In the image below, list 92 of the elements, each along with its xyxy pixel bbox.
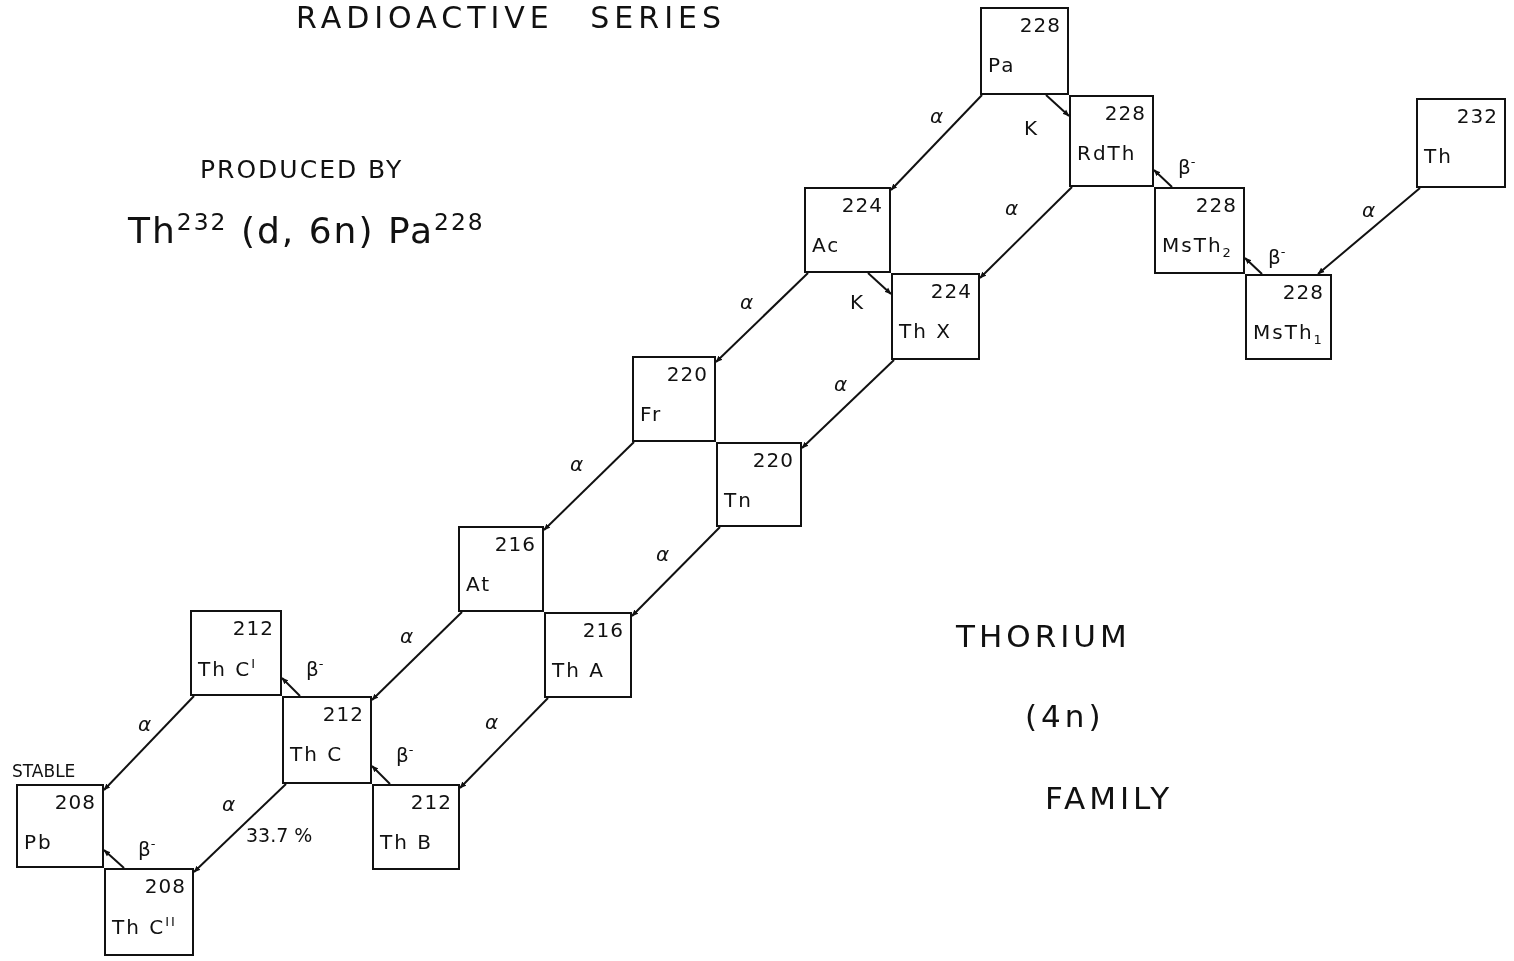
nuclide-box: [716, 442, 802, 527]
mass-number: 228: [1104, 101, 1146, 125]
mass-number: 212: [322, 702, 364, 726]
mass-number: 228: [1282, 280, 1324, 304]
nuclide-symbol: RdTh: [1077, 141, 1137, 165]
decay-arrow: [715, 272, 809, 363]
nuclide-box: [891, 273, 980, 360]
decay-arrow: [1045, 94, 1070, 117]
annotation-text: (4n): [1025, 698, 1105, 734]
decay-arrow: [801, 359, 895, 449]
decay-arrow: [1317, 187, 1421, 275]
mass-number: 208: [144, 874, 186, 898]
nuclide-box: [1245, 274, 1332, 360]
edge-label: α: [1362, 198, 1376, 222]
diagram-title: RADIOACTIVE SERIES: [296, 0, 726, 35]
decay-arrow: [979, 186, 1073, 279]
decay-arrow: [459, 697, 549, 789]
nuclide-symbol: Th A: [552, 658, 605, 682]
mass-number: 220: [666, 362, 708, 386]
edge-label: α: [930, 104, 944, 128]
edge-label: α: [138, 712, 152, 736]
edge-label: β$^{-}$: [138, 836, 156, 861]
nuclide-symbol: MsTh$_{1}$: [1253, 320, 1324, 347]
nuclide-symbol: Th X: [899, 319, 952, 343]
decay-arrow: [1244, 257, 1263, 275]
nuclide-box: [1154, 187, 1245, 274]
node-note: STABLE: [12, 761, 76, 781]
nuclide-symbol: Th C: [290, 742, 344, 766]
decay-arrow: [890, 94, 983, 191]
decay-arrow: [543, 441, 635, 531]
mass-number: 220: [752, 448, 794, 472]
annotation-text: THORIUM: [956, 618, 1131, 654]
nuclide-symbol: Fr: [640, 402, 663, 426]
decay-arrow: [631, 526, 721, 617]
decay-arrow: [103, 695, 195, 791]
mass-number: 208: [54, 790, 96, 814]
decay-arrow: [1153, 169, 1173, 188]
mass-number: 216: [582, 618, 624, 642]
edge-label: K: [1024, 116, 1038, 140]
nuclide-box: [804, 187, 891, 273]
nuclide-symbol: Pb: [24, 830, 53, 854]
edge-label: β$^{-}$: [306, 656, 324, 681]
mass-number: 232: [1456, 104, 1498, 128]
annotation-text: PRODUCED BY: [200, 155, 404, 184]
edge-label: α: [570, 452, 584, 476]
edge-label: α: [485, 710, 499, 734]
nuclide-box: [980, 7, 1069, 95]
nuclide-box: [16, 784, 104, 868]
annotation-text: 33.7 %: [246, 824, 313, 846]
annotation-text: Th$^{232}$ (d, 6n) Pa$^{228}$: [128, 208, 485, 251]
edge-label: α: [1005, 196, 1019, 220]
nuclide-symbol: Th C$^{II}$: [112, 914, 177, 939]
nuclide-symbol: Th B: [380, 830, 433, 854]
mass-number: 212: [410, 790, 452, 814]
nuclide-symbol: MsTh$_{2}$: [1162, 233, 1233, 260]
edge-label: α: [740, 290, 754, 314]
mass-number: 212: [232, 616, 274, 640]
nuclide-box: [190, 610, 282, 696]
nuclide-box: [632, 356, 716, 442]
mass-number: 224: [930, 279, 972, 303]
decay-arrow: [867, 272, 892, 295]
nuclide-box: [372, 784, 460, 870]
nuclide-symbol: Ac: [812, 233, 841, 257]
mass-number: 224: [841, 193, 883, 217]
decay-arrow: [103, 849, 125, 869]
edge-label: β$^{-}$: [1178, 154, 1196, 179]
annotation-text: FAMILY: [1045, 780, 1174, 816]
decay-arrow: [371, 611, 463, 701]
edge-label: α: [656, 542, 670, 566]
nuclide-box: [104, 868, 194, 956]
decay-arrow: [371, 765, 391, 785]
edge-label: α: [834, 372, 848, 396]
nuclide-symbol: Tn: [724, 488, 753, 512]
edge-label: α: [400, 624, 414, 648]
edge-label: β$^{-}$: [396, 742, 414, 767]
nuclide-symbol: Pa: [988, 53, 1016, 77]
decay-arrow: [193, 783, 287, 873]
edge-label: K: [850, 290, 864, 314]
mass-number: 228: [1195, 193, 1237, 217]
edge-label: β$^{-}$: [1268, 244, 1286, 269]
nuclide-box: [1416, 98, 1506, 188]
nuclide-box: [544, 612, 632, 698]
mass-number: 216: [494, 532, 536, 556]
nuclide-symbol: Th C$^{I}$: [198, 656, 258, 681]
nuclide-box: [282, 696, 372, 784]
nuclide-box: [458, 526, 544, 612]
nuclide-box: [1069, 95, 1154, 187]
nuclide-symbol: At: [466, 572, 492, 596]
mass-number: 228: [1019, 13, 1061, 37]
edge-label: α: [222, 792, 236, 816]
nuclide-symbol: Th: [1424, 144, 1453, 168]
decay-arrow: [281, 677, 301, 697]
